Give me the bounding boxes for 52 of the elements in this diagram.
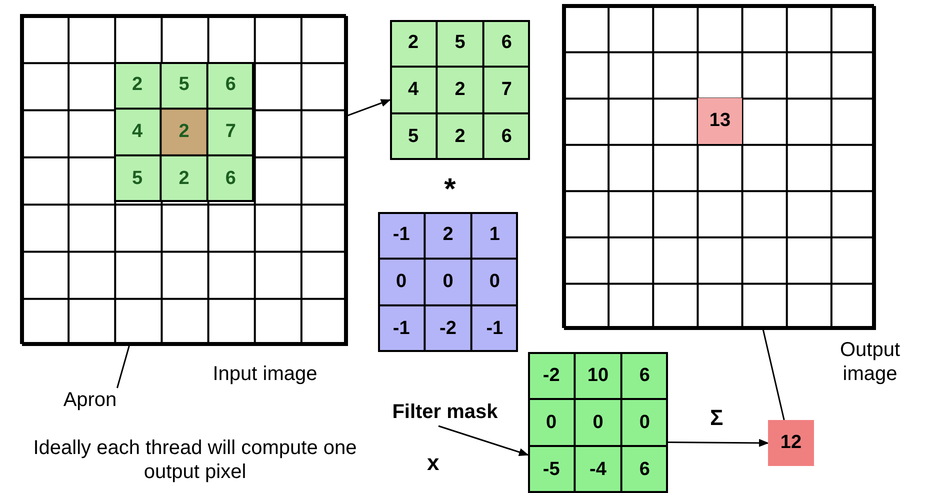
cell-value: 5: [178, 75, 190, 94]
cell-value: 4: [407, 80, 420, 99]
cell-value: 2: [131, 75, 144, 94]
cell-value: 4: [131, 122, 144, 141]
note-text: Ideally each thread will compute one output pixel: [32, 436, 358, 484]
cell-value: 0: [395, 272, 408, 291]
cell-value: 6: [500, 33, 513, 52]
annotation-text: Filter mask: [391, 400, 499, 424]
cell-value: 5: [131, 168, 144, 188]
cell-value: -1: [485, 318, 504, 338]
cell-value: 6: [224, 75, 237, 94]
product-grid: [528, 352, 668, 493]
cell-value: 0: [488, 272, 501, 291]
cell-value: 13: [708, 111, 732, 130]
cell-value: 6: [224, 168, 237, 188]
cell-value: 0: [442, 272, 454, 291]
cell-value: 2: [442, 225, 454, 244]
cell-value: 2: [178, 122, 190, 141]
cell-value: -2: [438, 318, 458, 338]
cell-value: -1: [392, 318, 411, 338]
cell-value: 0: [592, 412, 604, 432]
cell-value: 6: [638, 366, 651, 384]
caption-text: Output image: [838, 338, 902, 386]
apron-block: [114, 62, 254, 202]
cell-value: 2: [454, 80, 466, 99]
filter-grid: [378, 212, 518, 352]
convolution-symbol: *: [443, 172, 457, 208]
neighborhood-grid: [390, 20, 530, 160]
cell-value: -5: [542, 460, 561, 478]
cell-value: -4: [588, 460, 608, 478]
cell-value: 10: [586, 366, 610, 384]
pixel-grid: [562, 4, 874, 328]
pixel-grid: [20, 14, 346, 344]
sum-cell: [768, 420, 814, 466]
cell-value: 0: [638, 412, 651, 432]
cell-value: 2: [407, 33, 420, 52]
cell-value: -2: [542, 366, 561, 384]
cell-value: -1: [392, 225, 411, 244]
cell-value: 2: [454, 126, 466, 146]
cell-value: 6: [638, 460, 651, 478]
cell-value: 5: [407, 126, 420, 146]
cell-value: 2: [178, 168, 190, 188]
caption-text: Input image: [212, 362, 318, 386]
output-pixel: [698, 98, 742, 144]
cell-value: 7: [500, 80, 513, 99]
annotation-text: Apron: [62, 388, 118, 412]
cell-value: 0: [545, 412, 558, 432]
cell-value: 7: [224, 122, 237, 141]
cell-value: 12: [779, 433, 803, 452]
cell-value: 5: [454, 33, 466, 52]
cell-value: 6: [500, 126, 513, 146]
cell-value: 1: [488, 225, 501, 244]
